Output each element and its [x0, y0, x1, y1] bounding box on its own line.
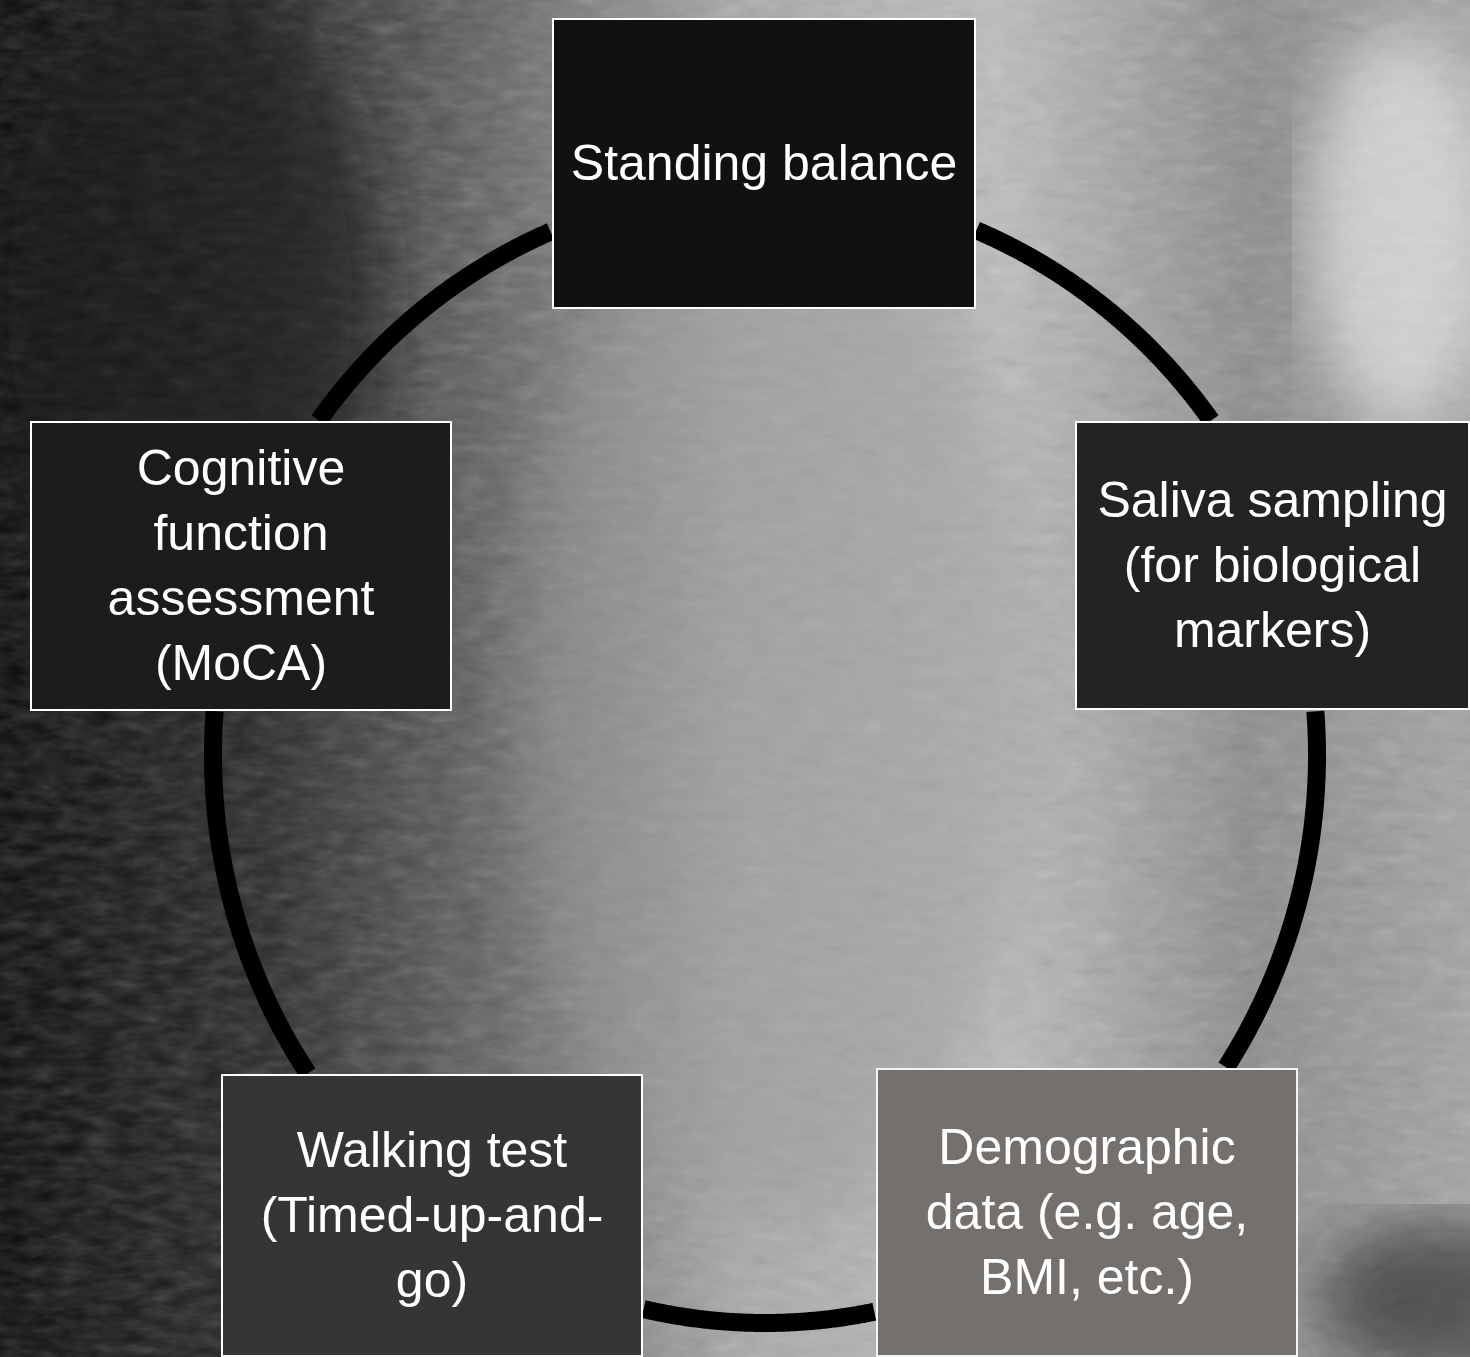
process-box: Standing balance	[552, 18, 976, 309]
box-label: Walking test (Timed-up-and-go)	[237, 1118, 627, 1313]
process-box: Saliva sampling (for biological markers)	[1075, 421, 1470, 710]
trunk-shape	[520, 180, 1040, 1220]
ring-connector	[319, 232, 551, 421]
ring-connector	[976, 230, 1211, 420]
process-box: Demographic data (e.g. age, BMI, etc.)	[876, 1068, 1298, 1357]
shadow-area	[1320, 1220, 1470, 1357]
ring-connector	[644, 1309, 875, 1323]
box-label: Saliva sampling (for biological markers)	[1091, 468, 1454, 663]
process-box: Cognitive function assessment (MoCA)	[30, 421, 452, 711]
ring-connector	[213, 711, 308, 1073]
box-label: Cognitive function assessment (MoCA)	[46, 436, 436, 696]
box-label: Demographic data (e.g. age, BMI, etc.)	[892, 1115, 1282, 1310]
highlight-area	[1310, 30, 1470, 430]
process-box: Walking test (Timed-up-and-go)	[221, 1074, 643, 1357]
ring-connector	[1226, 711, 1317, 1067]
box-label: Standing balance	[571, 131, 957, 196]
